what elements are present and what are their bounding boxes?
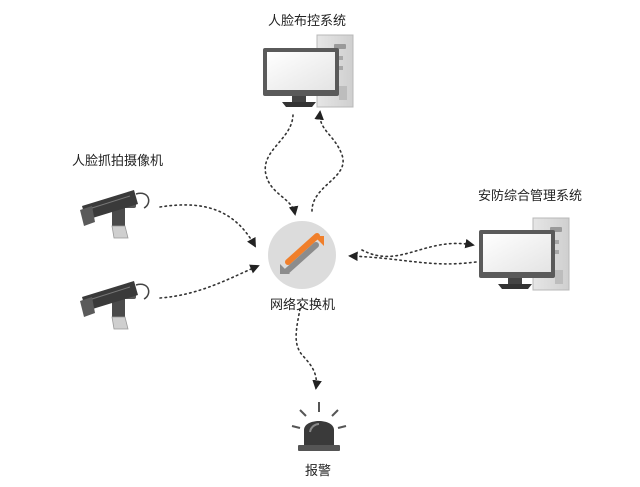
alarm-siren-icon bbox=[291, 402, 347, 451]
security-management-computer-icon bbox=[479, 217, 570, 291]
network-switch-label: 网络交换机 bbox=[270, 298, 336, 313]
edge-camera2-to-switch bbox=[159, 264, 260, 299]
edge-security-to-switch bbox=[348, 251, 477, 265]
alarm-label: 报警 bbox=[305, 464, 332, 479]
edge-switch-to-face-control bbox=[311, 110, 344, 212]
face-control-computer-icon bbox=[263, 34, 354, 108]
face-control-system-label: 人脸布控系统 bbox=[268, 14, 347, 29]
edge-switch-to-security bbox=[361, 238, 475, 258]
edge-switch-to-alarm bbox=[295, 303, 322, 390]
edge-camera1-to-switch bbox=[159, 204, 256, 248]
face-capture-camera-label: 人脸抓拍摄像机 bbox=[72, 154, 164, 169]
cctv-camera-icon bbox=[80, 281, 150, 330]
network-switch-icon bbox=[268, 221, 336, 289]
security-management-system-label: 安防综合管理系统 bbox=[478, 189, 583, 204]
edge-face-control-to-switch bbox=[264, 114, 299, 216]
cctv-camera-icon bbox=[80, 190, 150, 239]
